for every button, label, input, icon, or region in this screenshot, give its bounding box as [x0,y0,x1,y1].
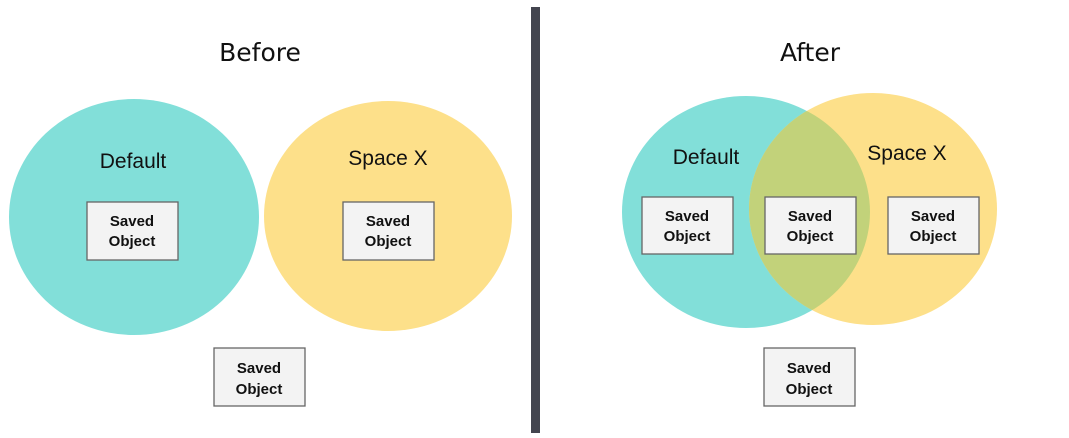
before-title: Before [219,38,301,67]
box-line-2: Object [236,381,283,398]
after-outside-saved-object: Saved Object [763,347,856,407]
box-line-2: Object [365,233,412,250]
after-overlap-region [749,96,870,325]
after-shared-saved-object: Saved Object [764,196,857,255]
before-space-x-label: Space X [348,147,427,170]
before-default-saved-object: Saved Object [86,201,179,261]
box-line-1: Saved [665,208,709,225]
box-line-1: Saved [366,213,410,230]
before-panel: Before Default Space X Saved Object Save… [9,38,512,407]
after-space-x-saved-object: Saved Object [887,196,980,255]
after-panel: After Default Space X Saved Object Saved… [622,38,997,407]
box-line-1: Saved [788,208,832,225]
after-title: After [780,38,841,67]
panel-divider [531,7,540,433]
box-line-2: Object [664,228,711,245]
box-line-2: Object [787,228,834,245]
before-outside-saved-object: Saved Object [213,347,306,407]
after-default-label: Default [673,146,740,169]
box-line-2: Object [910,228,957,245]
box-line-2: Object [786,381,833,398]
before-space-x-saved-object: Saved Object [342,201,435,261]
after-space-x-label: Space X [867,142,946,165]
after-default-saved-object: Saved Object [641,196,734,255]
box-line-1: Saved [110,213,154,230]
before-default-label: Default [100,150,167,173]
box-line-1: Saved [787,360,831,377]
box-line-1: Saved [911,208,955,225]
box-line-1: Saved [237,360,281,377]
box-line-2: Object [109,233,156,250]
